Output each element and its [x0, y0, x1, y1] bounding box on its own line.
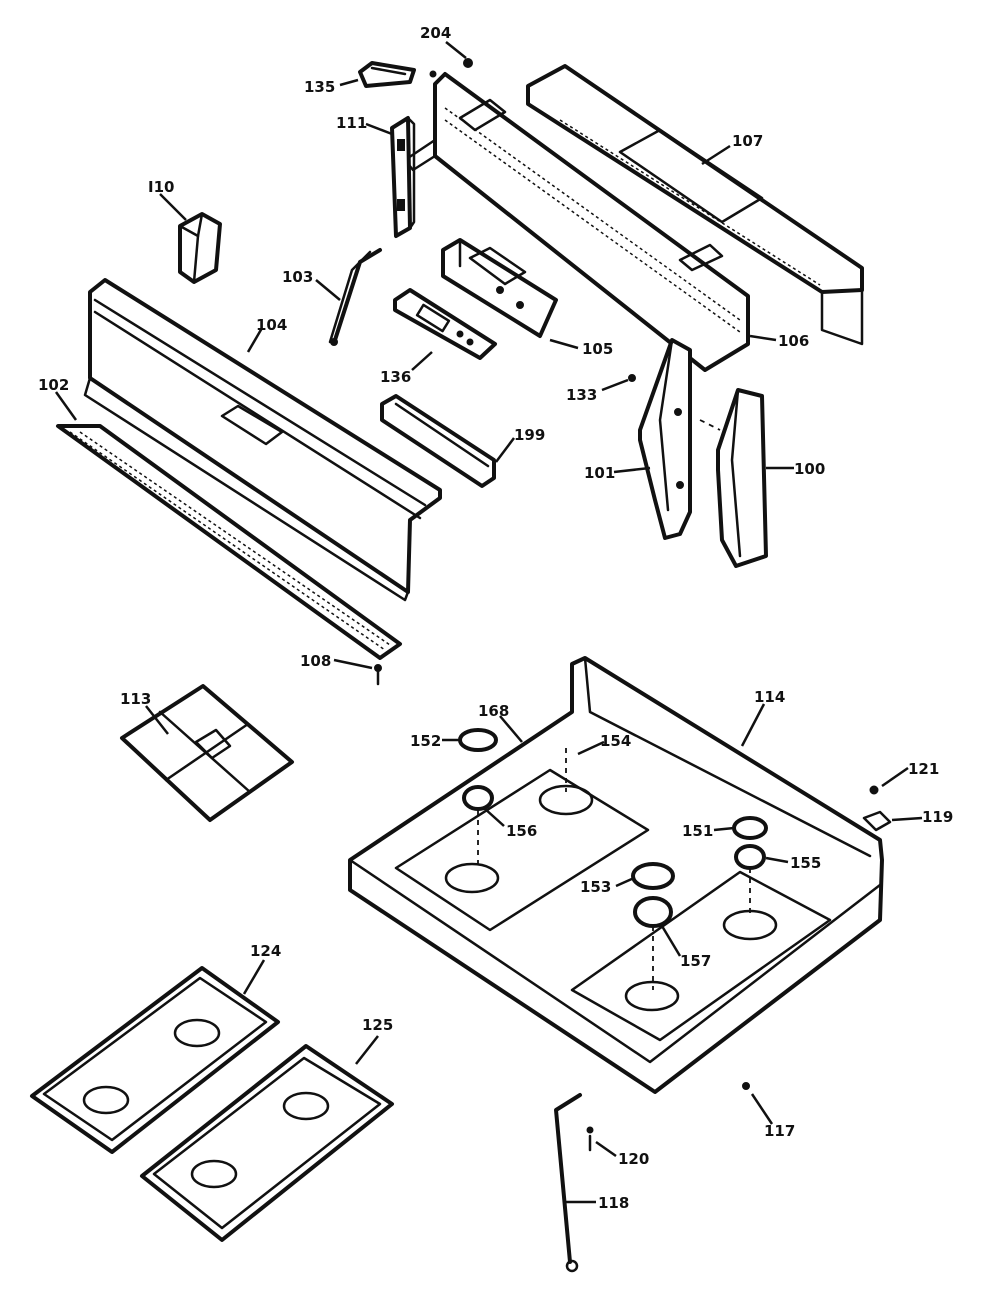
- part-101-side-panel: [638, 338, 692, 540]
- label-105: 105: [582, 340, 613, 358]
- part-100-end-cap: [699, 388, 768, 568]
- leader-lines: [54, 41, 923, 1204]
- part-110-switch: [178, 212, 222, 284]
- label-117: 117: [764, 1122, 795, 1140]
- part-121-119-hardware: [862, 785, 892, 832]
- label-119: 119: [922, 808, 953, 826]
- part-199-bracket: [380, 394, 496, 488]
- part-111-side-bracket: [390, 116, 416, 238]
- label-102: 102: [38, 376, 69, 394]
- label-157: 157: [680, 952, 711, 970]
- part-105-clock: [441, 238, 558, 338]
- part-125-drip-tray: [140, 1044, 394, 1242]
- part-108-screw: [374, 664, 382, 686]
- label-100: 100: [794, 460, 825, 478]
- part-124-drip-tray: [30, 966, 280, 1154]
- label-106: 106: [778, 332, 809, 350]
- label-118: 118: [598, 1194, 629, 1212]
- label-101: 101: [584, 464, 615, 482]
- label-151: 151: [682, 822, 713, 840]
- label-120: 120: [618, 1150, 649, 1168]
- part-106-backguard-panel: [403, 72, 750, 372]
- label-107: 107: [732, 132, 763, 150]
- label-110: I10: [148, 178, 174, 196]
- label-156: 156: [506, 822, 537, 840]
- part-103-harness: [328, 248, 382, 346]
- callout-labels: 204 135 111 107 I10 103 104 136 105 106 …: [38, 24, 953, 1212]
- part-204-screw: [429, 58, 473, 78]
- part-136-overlay: [393, 288, 497, 360]
- label-113: 113: [120, 690, 151, 708]
- label-114: 114: [754, 688, 785, 706]
- label-125: 125: [362, 1016, 393, 1034]
- part-114-cooktop: [348, 656, 884, 1094]
- part-135-bracket: [358, 61, 416, 88]
- label-108: 108: [300, 652, 331, 670]
- part-133-screw: [628, 374, 636, 382]
- label-168: 168: [478, 702, 509, 720]
- label-155: 155: [790, 854, 821, 872]
- label-199: 199: [514, 426, 545, 444]
- label-121: 121: [908, 760, 939, 778]
- label-154: 154: [600, 732, 631, 750]
- label-124: 124: [250, 942, 281, 960]
- part-113-grate: [120, 684, 294, 822]
- label-152: 152: [410, 732, 441, 750]
- label-133: 133: [566, 386, 597, 404]
- part-102-manifold: [56, 424, 402, 660]
- label-136: 136: [380, 368, 411, 386]
- part-107-top-trim: [526, 64, 864, 346]
- burner-parts: [458, 728, 768, 990]
- label-153: 153: [580, 878, 611, 896]
- label-104: 104: [256, 316, 287, 334]
- part-118-rod: [554, 1082, 750, 1273]
- label-111: 111: [336, 114, 367, 132]
- label-204: 204: [420, 24, 451, 42]
- label-135: 135: [304, 78, 335, 96]
- part-104-control-panel: [83, 278, 442, 602]
- label-103: 103: [282, 268, 313, 286]
